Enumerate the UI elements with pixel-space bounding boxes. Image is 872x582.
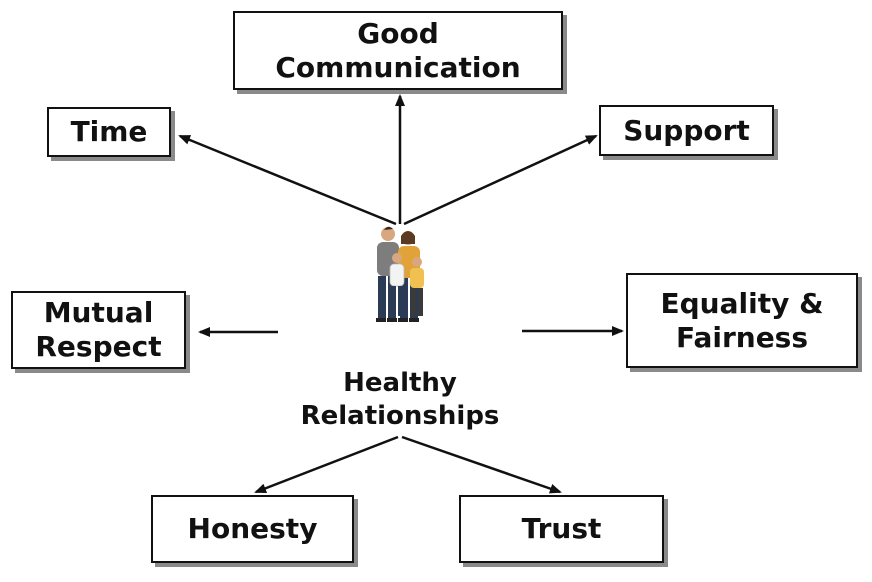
node-good-communication-line2: Communication: [275, 50, 521, 84]
node-equality-fairness: Equality & Fairness: [626, 273, 858, 368]
node-good-communication: Good Communication: [233, 11, 563, 90]
node-good-communication-line1: Good: [357, 16, 439, 50]
arrow-to-time: [178, 134, 397, 226]
arrow-to-honesty: [254, 435, 399, 494]
node-mutual-respect-line2: Respect: [35, 330, 162, 363]
node-trust-label: Trust: [521, 512, 602, 546]
node-mutual-respect: Mutual Respect: [11, 291, 186, 369]
node-equality-fairness-line2: Fairness: [675, 320, 809, 354]
arrow-to-trust: [401, 435, 562, 494]
node-mutual-respect-line1: Mutual: [43, 296, 154, 330]
node-support: Support: [599, 105, 774, 156]
node-time-label: Time: [70, 115, 148, 149]
center-label-line2: Relationships: [300, 400, 500, 431]
family-illustration: [376, 226, 424, 322]
node-honesty: Honesty: [151, 495, 354, 563]
node-support-label: Support: [623, 113, 750, 147]
arrow-to-support: [403, 134, 598, 226]
center-label: Healthy Relationships: [260, 367, 540, 432]
center-label-line1: Healthy: [343, 368, 457, 398]
node-time: Time: [47, 107, 171, 157]
node-equality-fairness-line1: Equality &: [660, 286, 824, 320]
node-honesty-label: Honesty: [187, 512, 318, 546]
node-trust: Trust: [459, 495, 664, 563]
